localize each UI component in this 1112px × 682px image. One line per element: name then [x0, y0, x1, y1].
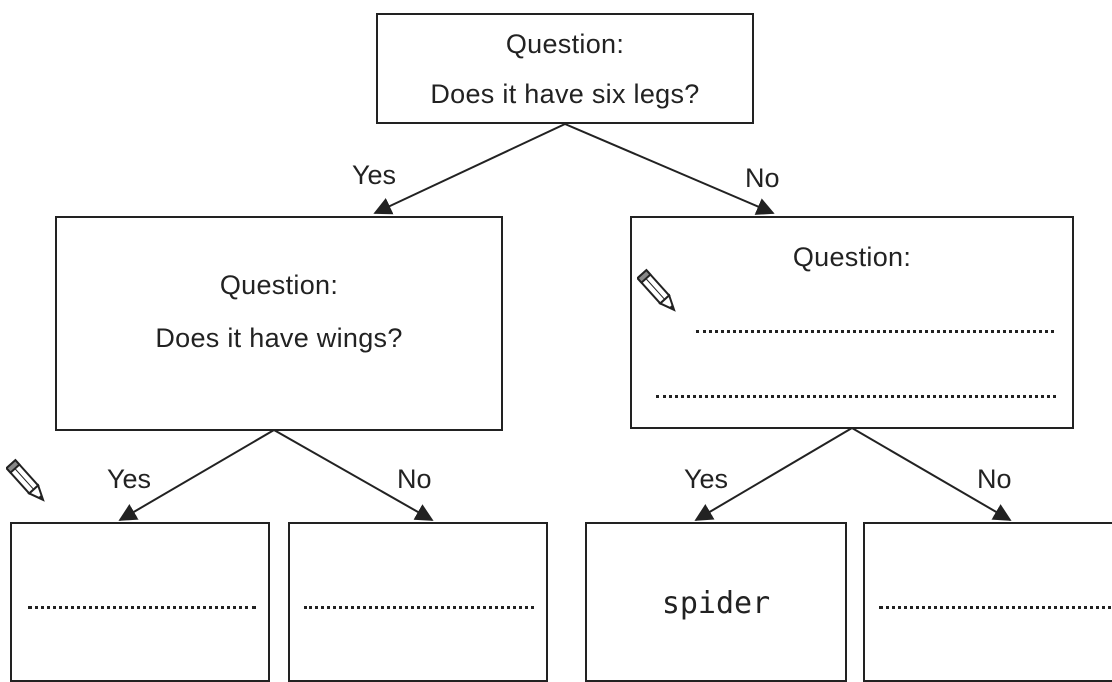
leaf-answer-line-1[interactable]: [28, 606, 256, 609]
right-no-label: No: [977, 464, 1012, 494]
left-question-box: Question: Does it have wings?: [55, 216, 503, 431]
right-question-box[interactable]: Question:: [630, 216, 1074, 429]
leaf-box-4[interactable]: [863, 522, 1112, 682]
leaf-box-1[interactable]: [10, 522, 270, 682]
arrow-left-no: [273, 429, 434, 521]
left-question: Does it have wings?: [155, 323, 403, 353]
root-yes-label: Yes: [352, 160, 397, 190]
leaf-answer-spider: spider: [661, 586, 771, 621]
right-yes-label: Yes: [684, 464, 729, 494]
arrow-root-no: [564, 123, 775, 215]
arrow-left-yes: [118, 429, 275, 521]
leaf-answer-line-2[interactable]: [304, 606, 534, 609]
left-yes-label: Yes: [107, 464, 152, 494]
root-heading: Question:: [505, 29, 625, 59]
arrow-root-yes: [373, 123, 566, 215]
pencil-icon: [6, 458, 45, 502]
right-heading: Question:: [792, 242, 912, 272]
root-question-box: Question: Does it have six legs?: [376, 13, 754, 124]
pencil-icon: [637, 268, 676, 312]
leaf-box-3: spider: [585, 522, 847, 682]
root-no-label: No: [745, 163, 780, 193]
arrow-right-no: [851, 427, 1012, 521]
left-no-label: No: [397, 464, 432, 494]
answer-line-2[interactable]: [656, 395, 1056, 398]
arrow-right-yes: [694, 427, 853, 521]
root-question: Does it have six legs?: [430, 79, 700, 109]
left-heading: Question:: [219, 270, 339, 300]
leaf-box-2[interactable]: [288, 522, 548, 682]
leaf-answer-line-4[interactable]: [879, 606, 1112, 609]
answer-line-1[interactable]: [696, 330, 1054, 333]
